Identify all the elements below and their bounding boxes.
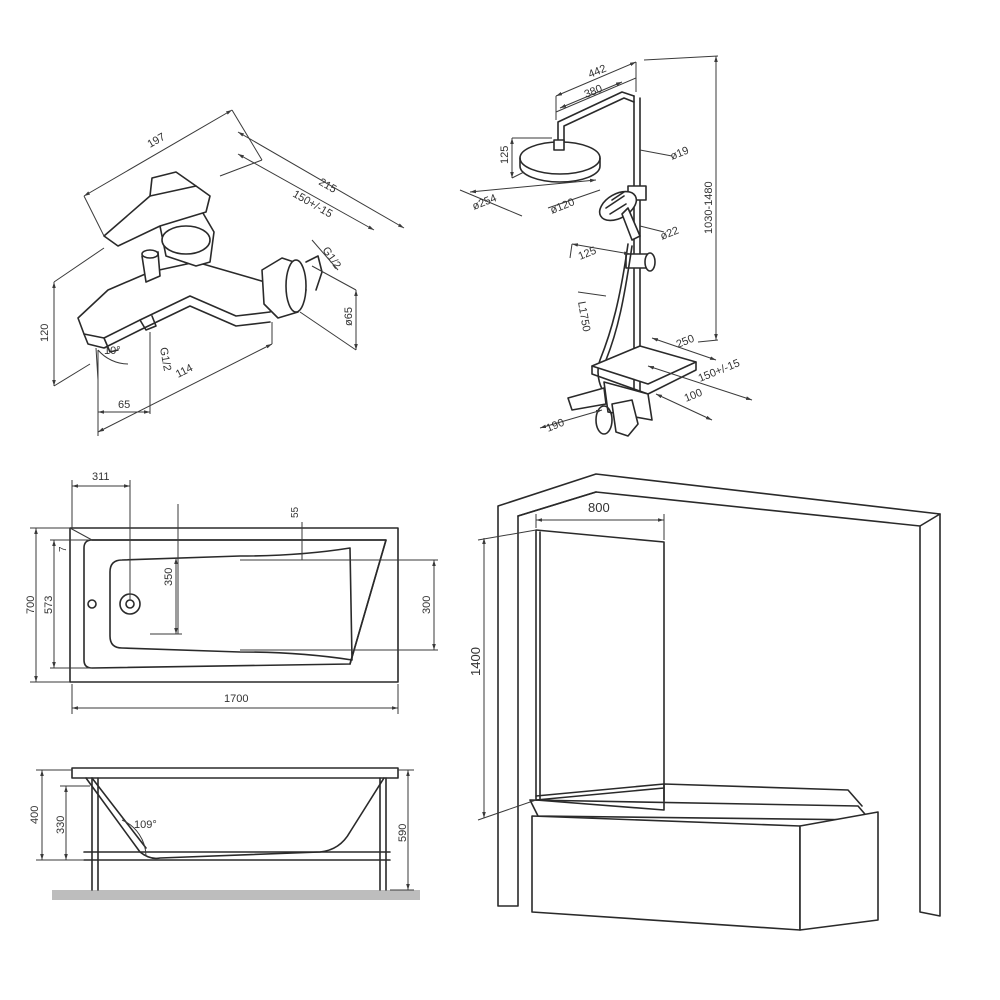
shower-dim-height: 1030-1480 xyxy=(703,181,715,234)
tub-side-dim-590: 590 xyxy=(397,824,409,842)
shower-dim-hose: L1750 xyxy=(575,300,592,332)
floor xyxy=(52,890,420,900)
tub-side-dim-330: 330 xyxy=(55,816,67,834)
bath-screen-installation: 800 1400 xyxy=(468,473,941,931)
tub-dim-7: 7 xyxy=(58,546,69,552)
faucet-dim-215: 215 xyxy=(317,176,339,196)
shower-dim-150: 150+/-15 xyxy=(697,357,742,385)
bath-faucet-drawing: 197 215 150+/-15 G1/2 120 ø65 G1/2 10° 6… xyxy=(39,109,405,436)
tub-dim-700: 700 xyxy=(25,596,37,614)
shower-dim-125-top: 125 xyxy=(499,146,511,164)
screen-dim-800: 800 xyxy=(588,500,610,515)
tub-side-dim-400: 400 xyxy=(29,806,41,824)
tub-dim-350: 350 xyxy=(163,568,175,586)
shower-system-drawing: 442 380 125 ø19 ø254 ø120 ø22 125 1030-1… xyxy=(459,55,753,437)
tub-dim-1700: 1700 xyxy=(224,693,248,705)
shower-dim-d120: ø120 xyxy=(549,196,577,217)
shower-dim-380: 380 xyxy=(583,83,605,101)
shower-dim-100: 100 xyxy=(683,387,705,405)
tub-side-dim-109: 109° xyxy=(134,819,157,831)
shower-dim-d22: ø22 xyxy=(659,225,681,243)
faucet-dim-120: 120 xyxy=(39,324,51,342)
bathtub-side-view: 109° 400 330 590 xyxy=(29,767,420,900)
bathtub-plan-view: 311 55 350 7 700 573 300 1700 xyxy=(25,471,438,714)
shower-dim-250: 250 xyxy=(675,333,697,351)
faucet-dim-65: 65 xyxy=(118,399,130,411)
tub-dim-55: 55 xyxy=(290,506,301,518)
tub-dim-300: 300 xyxy=(421,596,433,614)
screen-dim-1400: 1400 xyxy=(468,647,483,676)
shower-dim-442: 442 xyxy=(587,63,609,81)
faucet-dim-197: 197 xyxy=(146,131,168,151)
faucet-dim-g12-bottom: G1/2 xyxy=(157,346,173,372)
shower-dim-d254: ø254 xyxy=(471,192,499,213)
faucet-dim-d65: ø65 xyxy=(343,307,355,326)
faucet-dim-g12-top: G1/2 xyxy=(320,245,344,271)
faucet-dim-114: 114 xyxy=(174,362,195,381)
tub-dim-311: 311 xyxy=(92,471,110,483)
faucet-dim-10deg: 10° xyxy=(104,345,121,357)
shower-dim-190: 190 xyxy=(545,417,567,435)
tub-dim-573: 573 xyxy=(43,596,55,614)
shower-dim-d19: ø19 xyxy=(669,145,691,163)
